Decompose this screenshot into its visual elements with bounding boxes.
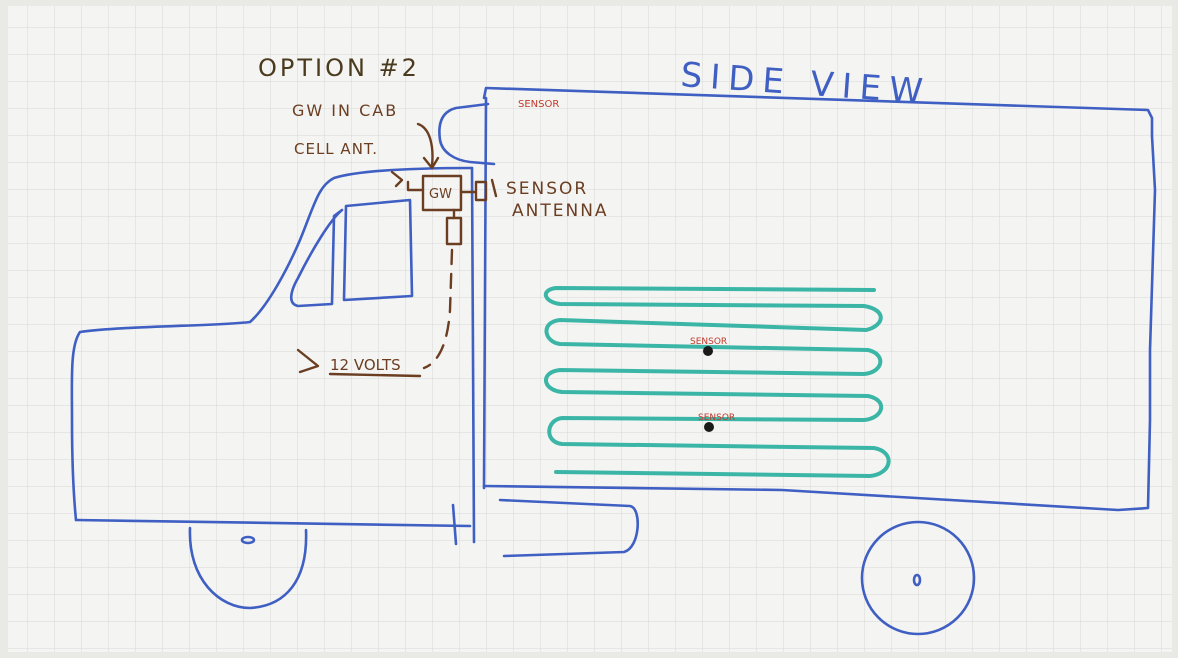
label-12-volts: 12 VOLTS [330,356,401,374]
title-option: OPTION #2 [258,54,420,82]
cab-back-wall [470,166,476,544]
sensor-dot-upper [703,346,713,356]
twelve-volt-lead [422,248,454,370]
cab-window-front [289,208,344,308]
truck-drawing [70,86,1157,636]
cab-rear-tick [451,503,458,546]
sensor-antenna-bracket [459,180,488,202]
cab-outline [70,166,474,522]
rear-wheel [860,520,976,636]
roof-fairing [438,102,496,166]
label-gw-in-cab: GW IN CAB [292,101,398,120]
label-sensor-top: SENSOR [518,99,559,110]
cab-window-side [342,198,414,302]
label-sensor-antenna-1: SENSOR [506,179,588,199]
label-sensor-mid2: SENSOR [698,413,735,423]
twelve-volt-underline [328,372,422,378]
label-sensor-antenna-2: ANTENNA [512,201,609,221]
gateway-wiring [296,122,498,378]
fuel-tank [498,498,640,558]
chassis-line [74,518,472,528]
sensor-antenna-lead [490,178,498,198]
sensor-dot-lower [704,422,714,432]
gw-in-cab-arrow [416,122,440,170]
board-grid [8,6,1172,652]
label-cell-ant: CELL ANT. [294,140,378,158]
rear-hub [912,573,922,587]
front-wheel [188,526,308,610]
cell-antenna-bracket [406,180,425,192]
label-sensor-mid1: SENSOR [690,337,727,347]
label-gw-box: GW [429,187,452,202]
cargo-box [482,86,1157,512]
twelve-volt-arrow [296,348,320,374]
cooling-coil [544,285,891,479]
cell-ant-pointer [390,170,404,188]
front-hub [240,535,256,545]
